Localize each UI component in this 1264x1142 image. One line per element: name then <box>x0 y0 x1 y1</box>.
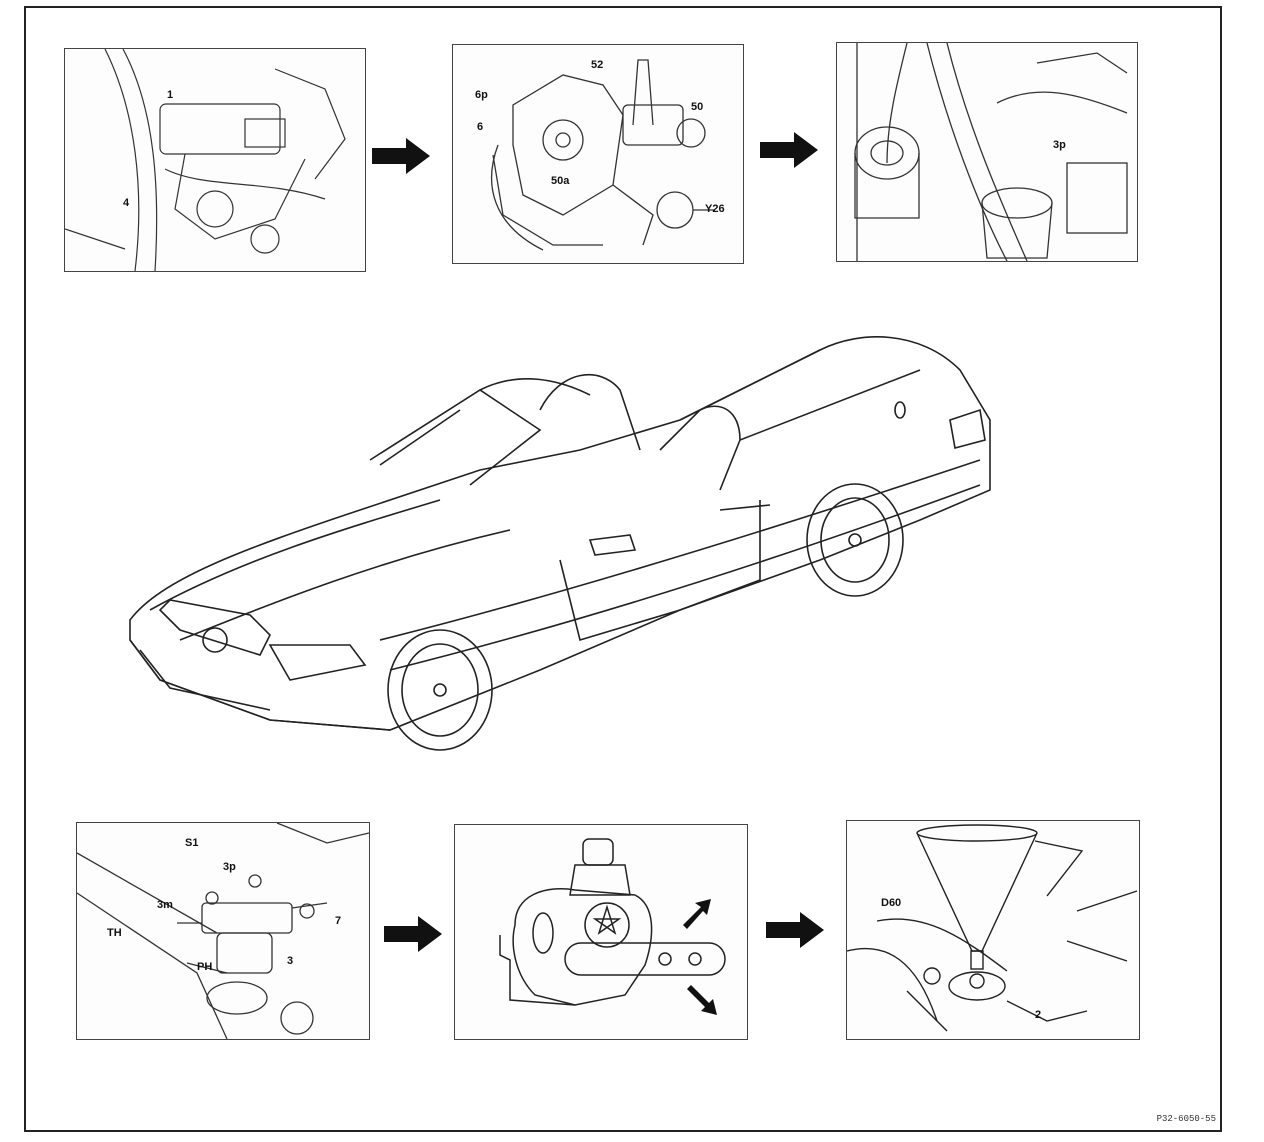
right-arrow-icon <box>384 916 442 952</box>
convertible-car-illustration <box>129 336 991 751</box>
figure-reference: P32-6050-55 <box>1156 1114 1216 1124</box>
panel-bleed-valve: S1 3p 3m 7 TH 3 PH <box>76 822 370 1040</box>
label-7: 7 <box>335 915 342 927</box>
label-50a: 50a <box>551 175 570 187</box>
label-4: 4 <box>123 197 130 209</box>
panel-reservoir: 3p <box>836 42 1138 262</box>
diagram-frame <box>24 6 1222 1132</box>
label-D60: D60 <box>881 897 902 909</box>
panel-valve-assembly: 52 6p 6 50 50a Y26 <box>452 44 744 264</box>
right-arrow-icon <box>760 132 818 168</box>
panel-engine-bay-1: 1 4 <box>64 48 366 272</box>
right-arrow-icon <box>372 138 430 174</box>
valve-assembly-illustration <box>491 59 715 251</box>
label-6: 6 <box>477 121 484 133</box>
label-2: 2 <box>1035 1009 1042 1021</box>
label-6p: 6p <box>475 89 488 101</box>
right-arrow-icon <box>766 912 824 948</box>
label-50: 50 <box>691 101 704 113</box>
reservoir-illustration <box>854 43 1128 261</box>
engine-bay-1-illustration <box>65 49 346 271</box>
label-TH: TH <box>107 927 122 939</box>
bleed-valve-illustration <box>77 823 369 1039</box>
label-PH: PH <box>197 961 213 973</box>
funnel-fill-illustration <box>847 824 1138 1032</box>
label-Y26: Y26 <box>705 203 725 215</box>
label-S1: S1 <box>185 837 199 849</box>
label-3p: 3p <box>1053 139 1066 151</box>
label-3m: 3m <box>157 899 173 911</box>
panel-valve-lever <box>454 824 748 1040</box>
label-52: 52 <box>591 59 604 71</box>
valve-lever-illustration <box>499 838 726 1015</box>
label-1: 1 <box>167 89 174 101</box>
label-3p: 3p <box>223 861 236 873</box>
panel-funnel-fill: D60 2 <box>846 820 1140 1040</box>
label-3: 3 <box>287 955 294 967</box>
